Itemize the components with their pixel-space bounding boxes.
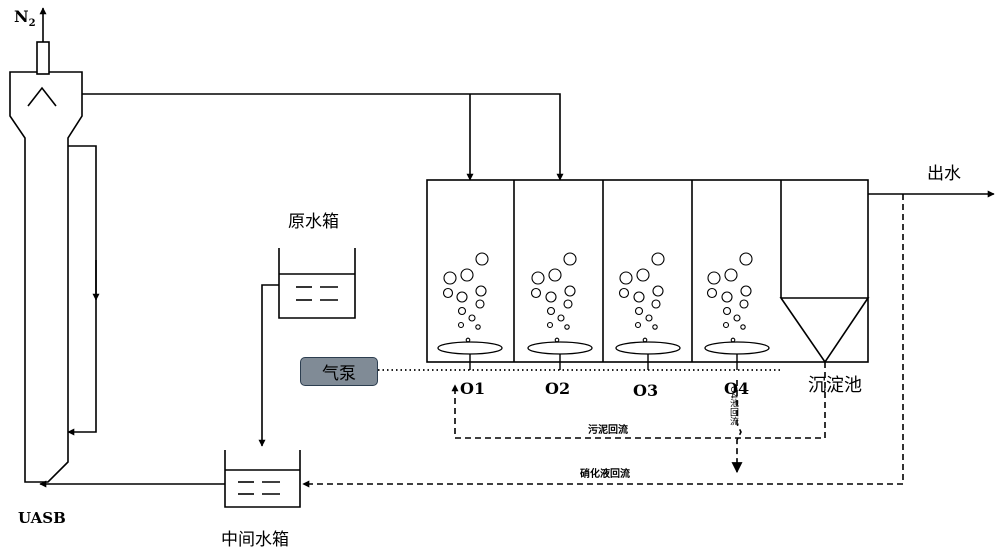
air-risers (469, 354, 738, 370)
nitrate-return-line (302, 194, 904, 488)
uasb-recirculation-line (67, 145, 100, 436)
n2-label: N2 (14, 7, 36, 30)
o4-return-label: O4池回流 (728, 386, 738, 426)
raw-to-intermediate-line (258, 284, 279, 447)
raw-water-tank (278, 248, 356, 319)
effluent-label: 出水 (927, 164, 961, 184)
intermediate-tank-label: 中间水箱 (221, 530, 289, 550)
air-pump: 气泵 (300, 357, 378, 386)
tank-o1-label: O1 (460, 379, 486, 398)
sludge-return-label: 污泥回流 (588, 425, 628, 436)
tank-o2-label: O2 (545, 379, 571, 398)
tank-o4-label: O4 (724, 379, 750, 398)
sludge-return-line (451, 362, 826, 439)
settling-tank-label: 沉淀池 (808, 375, 862, 396)
o4-return-line (731, 380, 743, 474)
nitrate-return-label: 硝化液回流 (580, 469, 630, 480)
uasb-to-aeration-line (82, 93, 564, 181)
intermediate-tank (224, 450, 301, 508)
raw-tank-label: 原水箱 (288, 212, 339, 232)
air-pump-label: 气泵 (322, 364, 356, 384)
settling-tank-cone (779, 297, 870, 364)
tank-o3-label: O3 (633, 381, 659, 400)
uasb-label: UASB (18, 509, 66, 527)
uasb-reactor (9, 7, 83, 483)
bubbles (442, 252, 753, 343)
